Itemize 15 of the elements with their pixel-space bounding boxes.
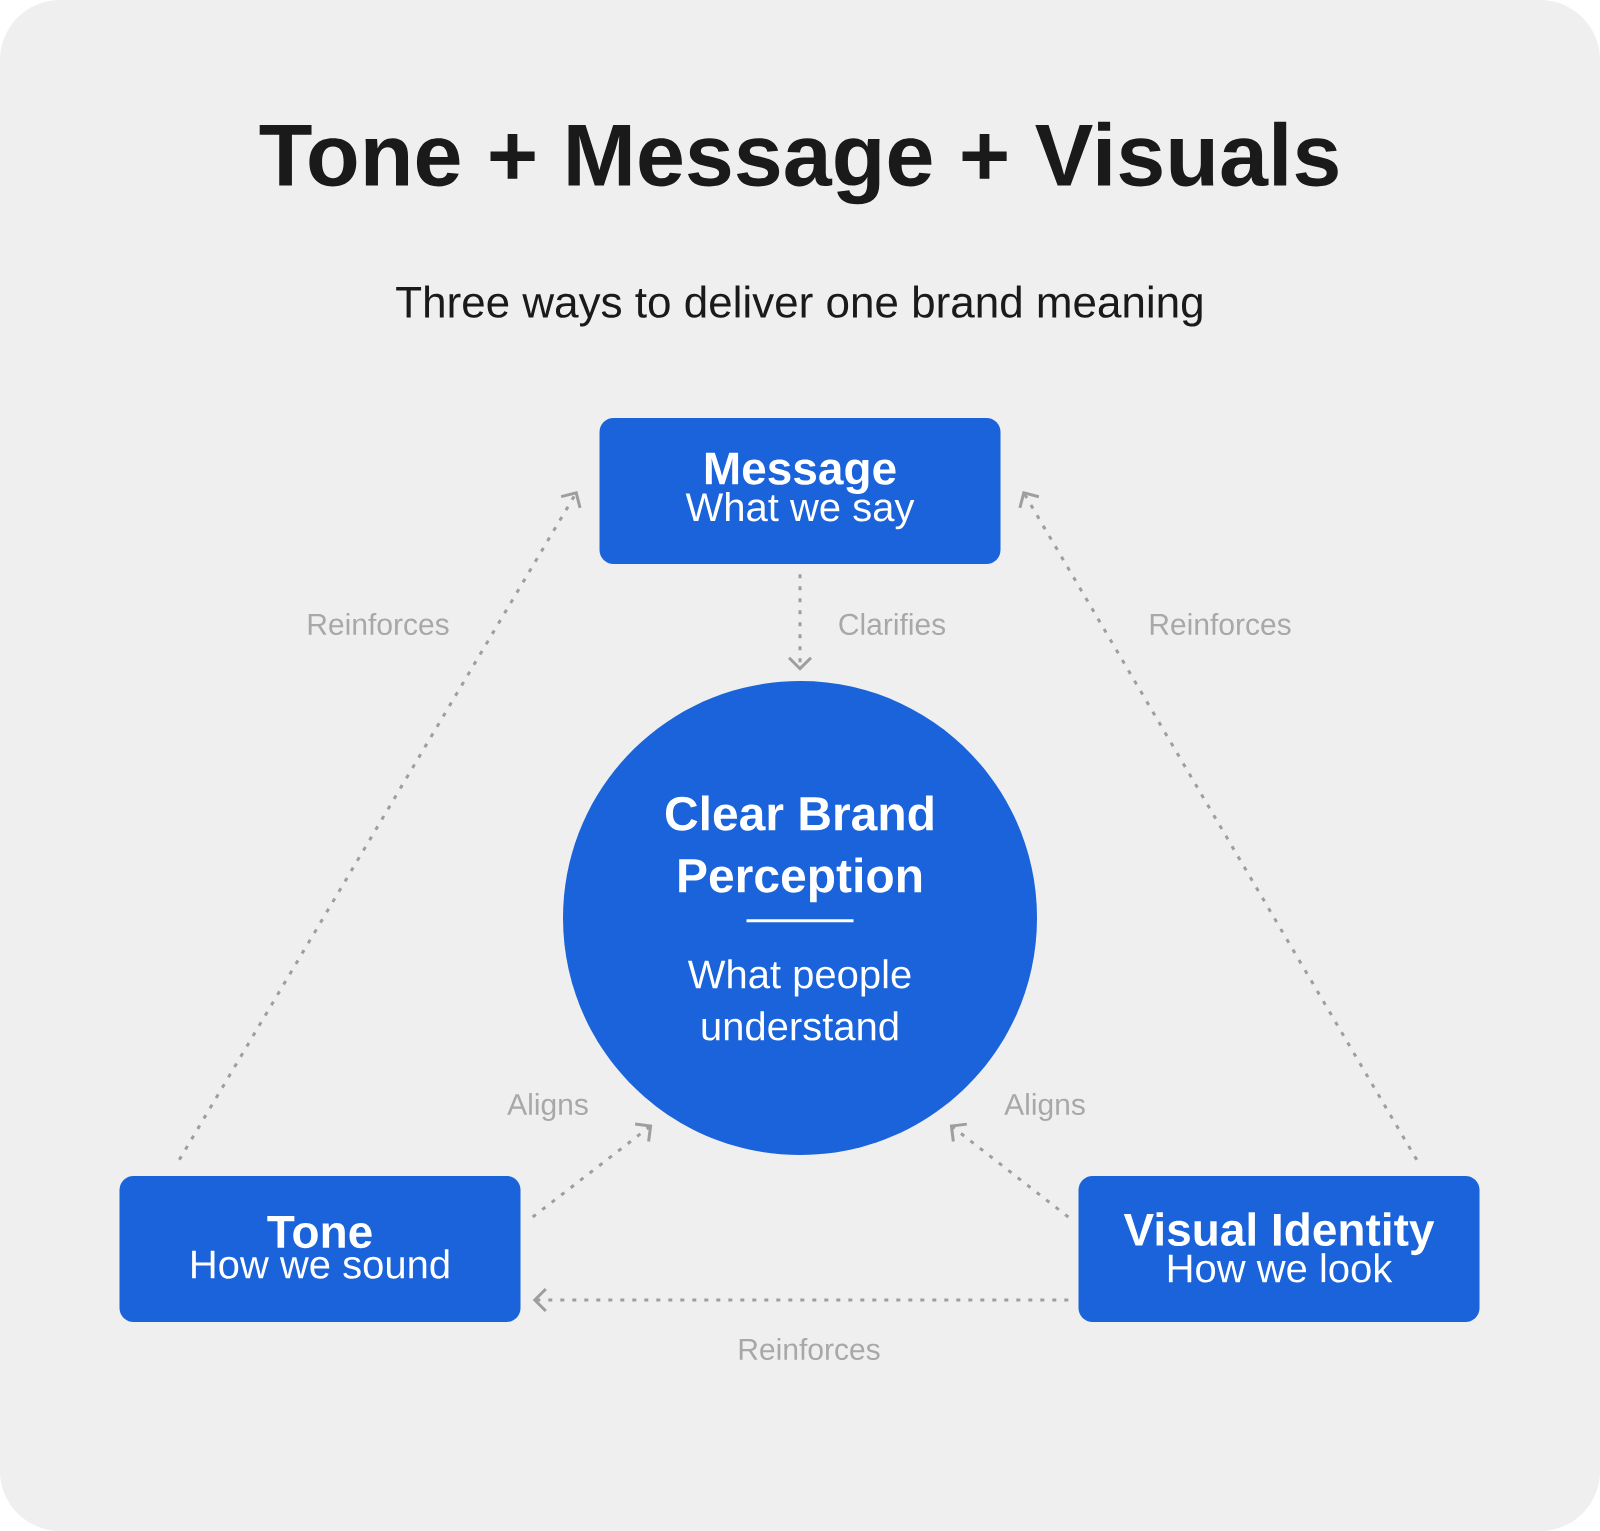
dashed-arrow xyxy=(1018,491,1418,1161)
dashed-arrow xyxy=(532,1287,1069,1313)
subtitle: Three ways to deliver one brand meaning xyxy=(396,285,1202,327)
edge-label: Reinforces xyxy=(739,1338,880,1361)
concept-box: Message What we say xyxy=(599,418,1001,564)
edge-label: Reinforces xyxy=(1150,613,1291,636)
edge-label: Clarifies xyxy=(839,613,946,636)
title: Tone + Message + Visuals xyxy=(259,121,1338,205)
concept-box: Visual Identity How we look xyxy=(1078,1176,1480,1322)
dashed-arrow xyxy=(787,574,813,671)
concept-box: Tone How we sound xyxy=(119,1176,521,1322)
dashed-arrow xyxy=(531,1122,653,1219)
dashed-arrow xyxy=(949,1122,1070,1219)
dashed-arrow xyxy=(178,491,582,1161)
edge-label: Reinforces xyxy=(308,613,449,636)
